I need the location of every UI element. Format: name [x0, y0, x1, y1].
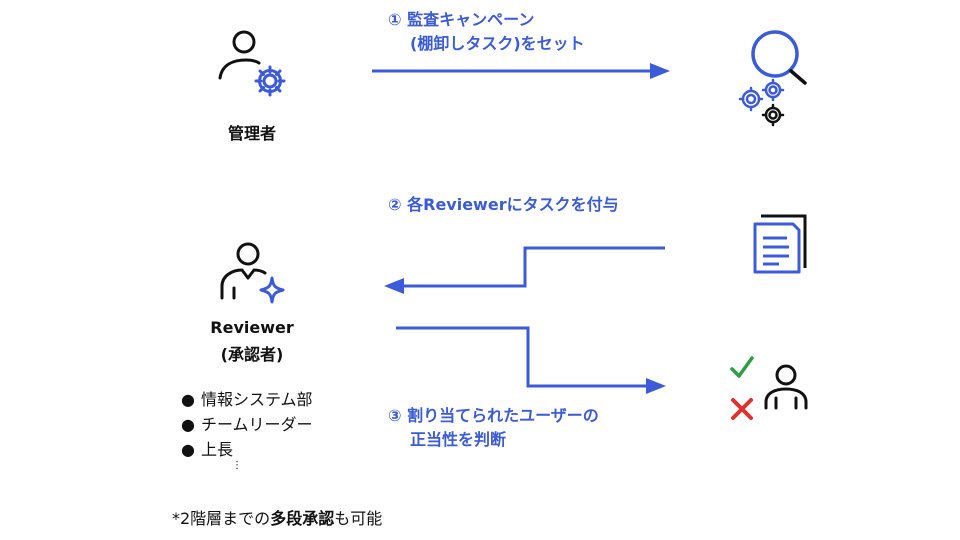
list-item: ●情報システム部	[181, 390, 313, 409]
more-ellipsis: ⋮	[232, 460, 242, 471]
step2-line1: ② 各Reviewerにタスクを付与	[388, 195, 619, 214]
audit-search-gears-icon	[738, 30, 807, 127]
check-icon	[730, 356, 754, 378]
user-icon	[764, 364, 808, 410]
step1-line1: ① 監査キャンペーン	[388, 10, 535, 29]
reviewer-label-line2: (承認者)	[220, 345, 284, 364]
cross-icon	[731, 398, 753, 420]
step3-line2: 正当性を判断	[410, 430, 507, 449]
step3-line1: ③ 割り当てられたユーザーの	[388, 406, 599, 425]
document-icon	[753, 214, 807, 274]
admin-label: 管理者	[227, 124, 276, 143]
reviewer-user-sparkle-icon	[220, 242, 285, 304]
list-item: ●上長	[181, 440, 234, 459]
admin-user-gear-icon	[218, 30, 286, 97]
list-item: ●チームリーダー	[181, 415, 313, 434]
step1-line2: (棚卸しタスク)をセット	[410, 34, 585, 53]
reviewer-label-line1: Reviewer	[210, 318, 294, 337]
reviewer-examples-list: ●情報システム部 ●チームリーダー ●上長	[181, 387, 313, 462]
footnote: *2階層までの多段承認も可能	[172, 509, 383, 528]
